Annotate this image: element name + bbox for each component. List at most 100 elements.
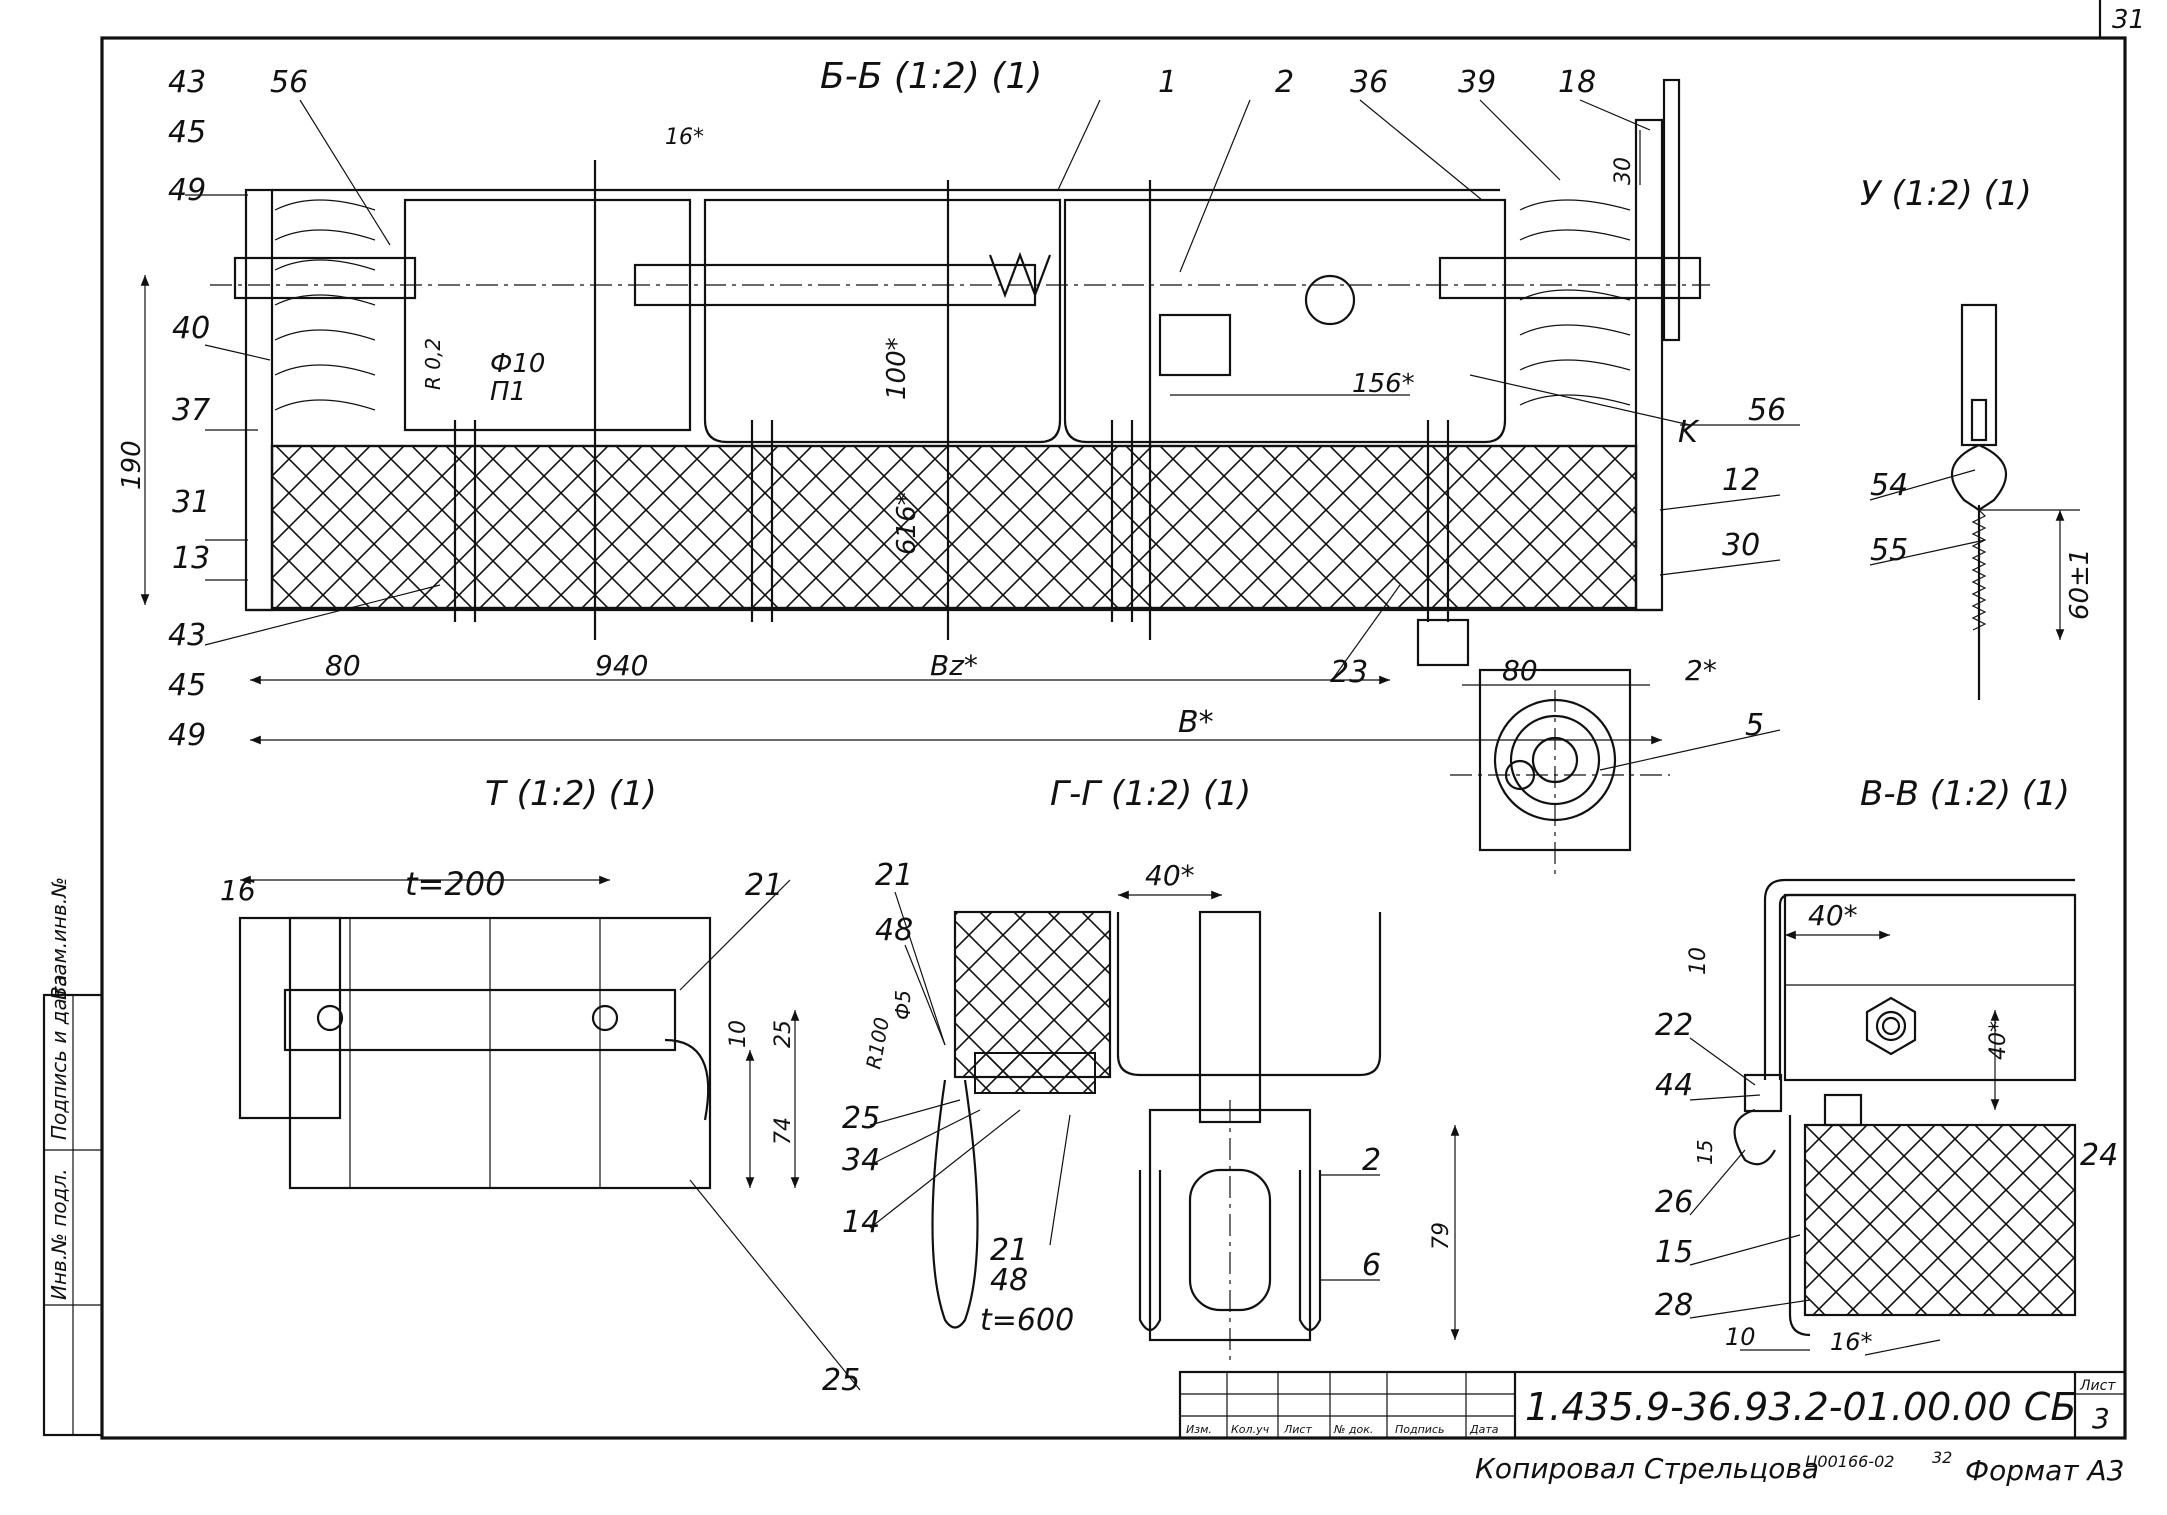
label-bb-45a: 45 bbox=[168, 115, 206, 150]
dim-vv-40b: 40* bbox=[1986, 1021, 2011, 1060]
label-vv-26: 26 bbox=[1655, 1185, 1693, 1220]
tb-col-date: Дата bbox=[1469, 1423, 1499, 1436]
label-vv-24: 24 bbox=[2080, 1138, 2118, 1173]
label-gg-48b: 48 bbox=[990, 1263, 1028, 1298]
view-t-title: Т (1:2) (1) bbox=[485, 774, 657, 814]
label-bb-r02: R 0,2 bbox=[421, 338, 445, 390]
sheet-number: 31 bbox=[2112, 5, 2145, 35]
sheet-frame: 31 bbox=[100, 0, 2145, 1440]
tb-col-izm: Изм. bbox=[1186, 1423, 1212, 1436]
label-bb-49a: 49 bbox=[168, 173, 206, 208]
dim-bb-616: 616* bbox=[892, 492, 922, 555]
view-u: У (1:2) (1) 54 55 60±1 bbox=[1860, 174, 2095, 700]
dim-bb-156: 156* bbox=[1352, 369, 1415, 399]
label-gg-21a: 21 bbox=[875, 858, 913, 893]
dim-gg-40: 40* bbox=[1145, 859, 1195, 892]
label-bb-56b: 56 bbox=[1748, 393, 1786, 428]
label-bb-31: 31 bbox=[172, 485, 210, 520]
label-vv-15: 15 bbox=[1655, 1235, 1693, 1270]
label-bb-49b: 49 bbox=[168, 718, 206, 753]
dim-bb-16: 16* bbox=[665, 125, 704, 150]
sheet-value: 3 bbox=[2092, 1402, 2110, 1435]
dim-t-74: 74 bbox=[771, 1117, 796, 1145]
stamp-replace-label: Взам.инв.№ bbox=[47, 877, 71, 1000]
label-bb-1: 1 bbox=[1158, 65, 1177, 100]
dim-bb-100: 100* bbox=[882, 337, 912, 400]
label-bb-39: 39 bbox=[1458, 65, 1496, 100]
view-bb-title: Б-Б (1:2) (1) bbox=[820, 56, 1042, 97]
view-gg-title: Г-Г (1:2) (1) bbox=[1050, 774, 1251, 814]
label-vv-28: 28 bbox=[1655, 1288, 1693, 1323]
dim-vv-10b: 10 bbox=[1725, 1323, 1756, 1351]
order-code: Ц00166-02 bbox=[1805, 1452, 1894, 1471]
label-bb-p1: П1 bbox=[490, 377, 526, 407]
tb-col-list: Лист bbox=[1283, 1423, 1312, 1436]
label-bb-36: 36 bbox=[1350, 65, 1388, 100]
sheet-label: Лист bbox=[2079, 1378, 2116, 1394]
dim-t-10: 10 bbox=[726, 1020, 751, 1048]
dim-bb-940: 940 bbox=[595, 649, 648, 682]
view-gg: Г-Г (1:2) (1) 21 48 R100 Ф5 25 34 14 21 bbox=[842, 774, 1460, 1360]
dim-bb-190: 190 bbox=[117, 440, 147, 490]
dim-vv-10: 10 bbox=[1686, 947, 1711, 975]
dim-vv-16: 16* bbox=[1830, 1328, 1873, 1356]
label-vv-44: 44 bbox=[1655, 1068, 1693, 1103]
label-gg-25: 25 bbox=[842, 1101, 880, 1136]
order-number: 32 bbox=[1932, 1448, 1952, 1467]
label-bb-23: 23 bbox=[1330, 655, 1368, 690]
label-gg-14: 14 bbox=[842, 1205, 880, 1240]
label-bb-5: 5 bbox=[1745, 708, 1764, 743]
paper-format: Формат А3 bbox=[1965, 1454, 2124, 1487]
dim-bb-30: 30 bbox=[1611, 157, 1636, 185]
label-bb-12: 12 bbox=[1722, 463, 1760, 498]
dim-t-16: 16 bbox=[220, 874, 256, 907]
dim-gg-79: 79 bbox=[1429, 1222, 1454, 1250]
label-bb-43b: 43 bbox=[168, 618, 206, 653]
label-bb-18: 18 bbox=[1558, 65, 1596, 100]
dim-vv-40a: 40* bbox=[1808, 899, 1858, 932]
label-bb-43a: 43 bbox=[168, 65, 206, 100]
label-gg-21b: 21 bbox=[990, 1233, 1028, 1268]
view-vv: В-В (1:2) (1) 40* 40* 10 22 44 15 26 15 bbox=[1655, 774, 2118, 1356]
label-bb-2: 2 bbox=[1275, 65, 1294, 100]
dim-bb-bz: Вz* bbox=[930, 649, 978, 682]
tb-col-sign: Подпись bbox=[1395, 1423, 1444, 1436]
dim-u-60: 60±1 bbox=[2065, 549, 2095, 620]
label-t-21: 21 bbox=[745, 868, 783, 903]
label-u-55: 55 bbox=[1870, 533, 1908, 568]
title-block: Изм. Кол.уч Лист № док. Подпись Дата 1.4… bbox=[1178, 1370, 2127, 1487]
dim-bb-80a: 80 bbox=[325, 649, 361, 682]
label-gg-d5: Ф5 bbox=[891, 990, 915, 1020]
label-bb-45b: 45 bbox=[168, 668, 206, 703]
label-bb-40: 40 bbox=[172, 311, 210, 346]
tb-col-kol: Кол.уч bbox=[1231, 1423, 1270, 1436]
label-u-54: 54 bbox=[1870, 468, 1908, 503]
view-bb: Б-Б (1:2) (1) bbox=[117, 56, 1800, 880]
label-gg-2: 2 bbox=[1362, 1143, 1381, 1178]
label-bb-phi10: Ф10 bbox=[490, 349, 545, 379]
label-vv-22: 22 bbox=[1655, 1008, 1693, 1043]
view-t: Т (1:2) (1) 16 t=200 21 10 25 74 25 bbox=[220, 774, 861, 1398]
dim-t-step: t=200 bbox=[405, 865, 505, 903]
label-bb-k: K bbox=[1678, 415, 1700, 450]
label-bb-37: 37 bbox=[172, 393, 210, 428]
label-gg-t600: t=600 bbox=[980, 1303, 1074, 1338]
document-designation: 1.435.9-36.93.2-01.00.00 СБ bbox=[1525, 1385, 2076, 1429]
label-t-25: 25 bbox=[822, 1363, 860, 1398]
side-stamp: Инв.№ подл. Подпись и дата Взам.инв.№ bbox=[42, 877, 104, 1437]
stamp-sign-label: Подпись и дата bbox=[47, 974, 71, 1140]
label-bb-56a: 56 bbox=[270, 65, 308, 100]
label-gg-48a: 48 bbox=[875, 913, 913, 948]
view-vv-title: В-В (1:2) (1) bbox=[1860, 774, 2070, 814]
tb-col-doc: № док. bbox=[1333, 1423, 1373, 1436]
label-bb-13: 13 bbox=[172, 541, 210, 576]
label-gg-r100: R100 bbox=[861, 1015, 894, 1070]
dim-bb-80b: 80 bbox=[1502, 654, 1538, 687]
dim-bb-b: B* bbox=[1178, 705, 1214, 740]
label-gg-6: 6 bbox=[1362, 1248, 1381, 1283]
label-gg-34: 34 bbox=[842, 1143, 880, 1178]
dim-vv-15: 15 bbox=[1693, 1140, 1717, 1165]
dim-t-25: 25 bbox=[771, 1020, 796, 1048]
